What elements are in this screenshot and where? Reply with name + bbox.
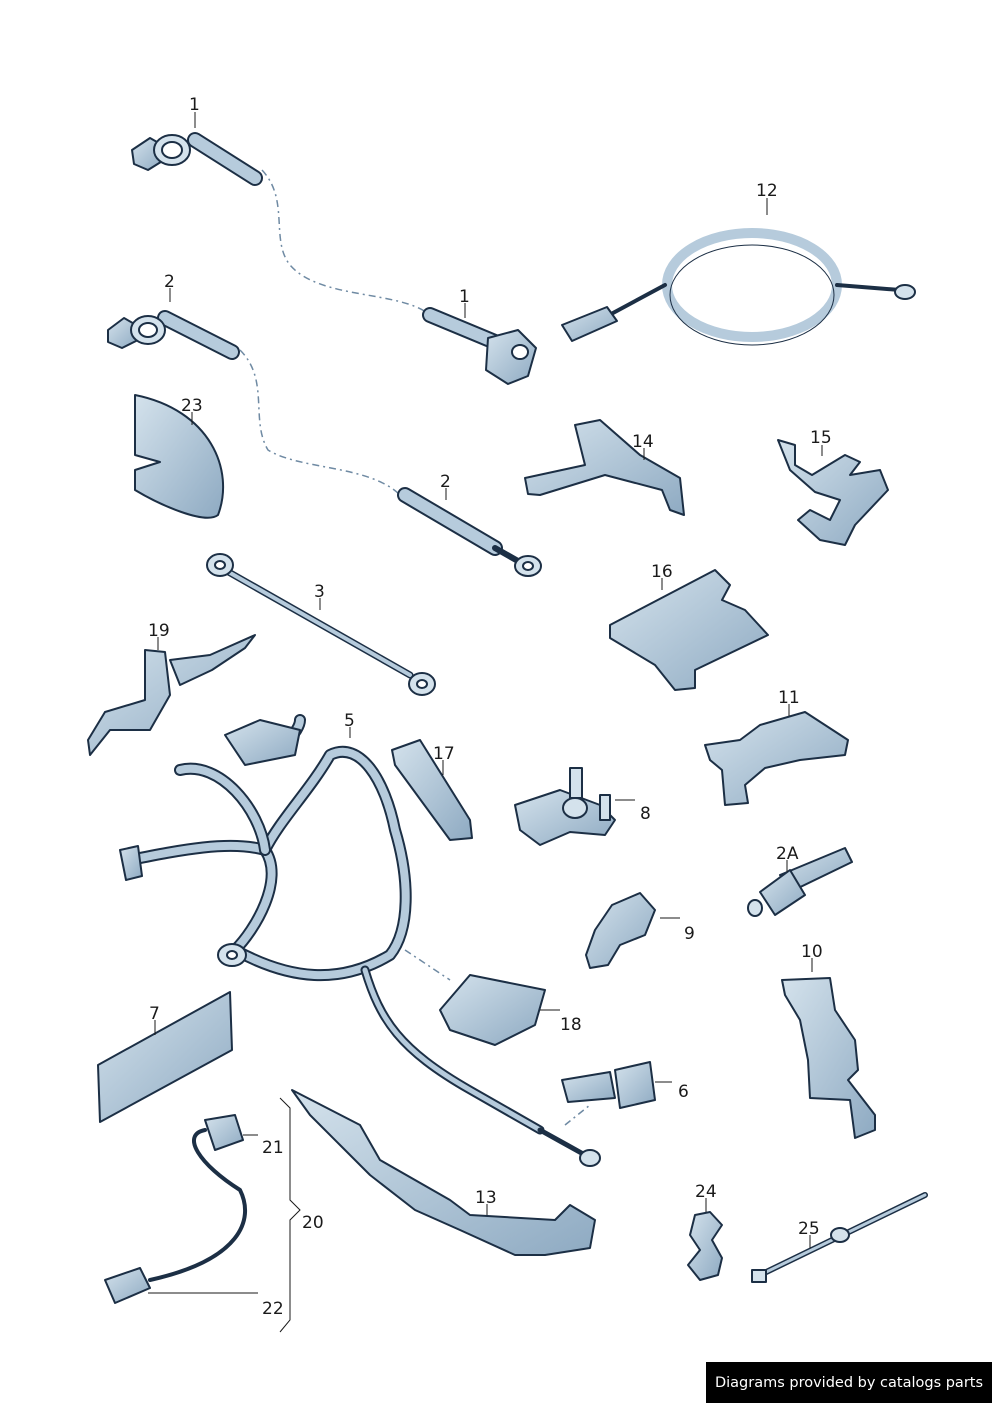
callout-8: 8 <box>640 804 651 824</box>
part-2A-sensor <box>747 847 853 917</box>
callout-17: 17 <box>433 744 455 764</box>
part-1-battery-cable <box>131 132 537 385</box>
callout-20: 20 <box>302 1213 324 1233</box>
callout-13: 13 <box>475 1188 497 1208</box>
callout-3: 3 <box>314 582 325 602</box>
callout-9: 9 <box>684 924 695 944</box>
part-6-connector <box>561 1061 656 1109</box>
callout-7: 7 <box>149 1004 160 1024</box>
callout-2A: 2A <box>776 844 799 864</box>
part-5-wiring-harness <box>119 714 601 1167</box>
callout-22: 22 <box>262 1299 284 1319</box>
credit-text: Diagrams provided by catalogs parts <box>714 1374 984 1391</box>
part-13-bracket <box>291 1089 596 1256</box>
callout-10: 10 <box>801 942 823 962</box>
callout-1a: 1 <box>189 95 200 115</box>
part-24-clip <box>687 1211 723 1281</box>
leader-lines <box>148 112 823 1333</box>
part-25-cable-tie <box>751 1192 928 1283</box>
part-3-ground-strap <box>206 553 436 696</box>
callout-15: 15 <box>810 428 832 448</box>
callout-1b: 1 <box>459 287 470 307</box>
callout-14: 14 <box>632 432 654 452</box>
callout-16: 16 <box>651 562 673 582</box>
part-23-shield-plate <box>134 394 225 519</box>
part-10-bracket <box>781 977 876 1139</box>
callout-21: 21 <box>262 1138 284 1158</box>
part-11-bracket <box>704 711 849 806</box>
callout-2b: 2 <box>440 472 451 492</box>
part-18-connector-housing <box>439 974 546 1046</box>
part-9-clamp <box>585 892 656 969</box>
callout-5: 5 <box>344 711 355 731</box>
part-12-antenna-cable <box>561 228 916 346</box>
callout-23: 23 <box>181 396 203 416</box>
callout-labels: 1 1 2 2 3 5 6 7 8 9 10 11 12 13 14 15 16… <box>148 95 832 1319</box>
part-14-bracket <box>524 419 685 516</box>
callout-25: 25 <box>798 1219 820 1239</box>
part-2-battery-cable <box>107 310 542 577</box>
part-8-terminal-clamp <box>514 767 616 846</box>
callout-19: 19 <box>148 621 170 641</box>
part-17-cable-duct <box>391 739 473 841</box>
callout-18: 18 <box>560 1015 582 1035</box>
part-19-bracket <box>87 634 256 756</box>
callout-11: 11 <box>778 688 800 708</box>
callout-6: 6 <box>678 1082 689 1102</box>
part-20-sensor-assembly <box>104 1114 248 1304</box>
callout-2a: 2 <box>164 272 175 292</box>
part-7-insulation-mat <box>97 991 233 1123</box>
callout-24: 24 <box>695 1182 717 1202</box>
callout-12: 12 <box>756 181 778 201</box>
part-16-mounting-plate <box>609 569 769 691</box>
credit-banner: Diagrams provided by catalogs parts <box>706 1362 992 1403</box>
part-15-bracket <box>777 439 889 546</box>
